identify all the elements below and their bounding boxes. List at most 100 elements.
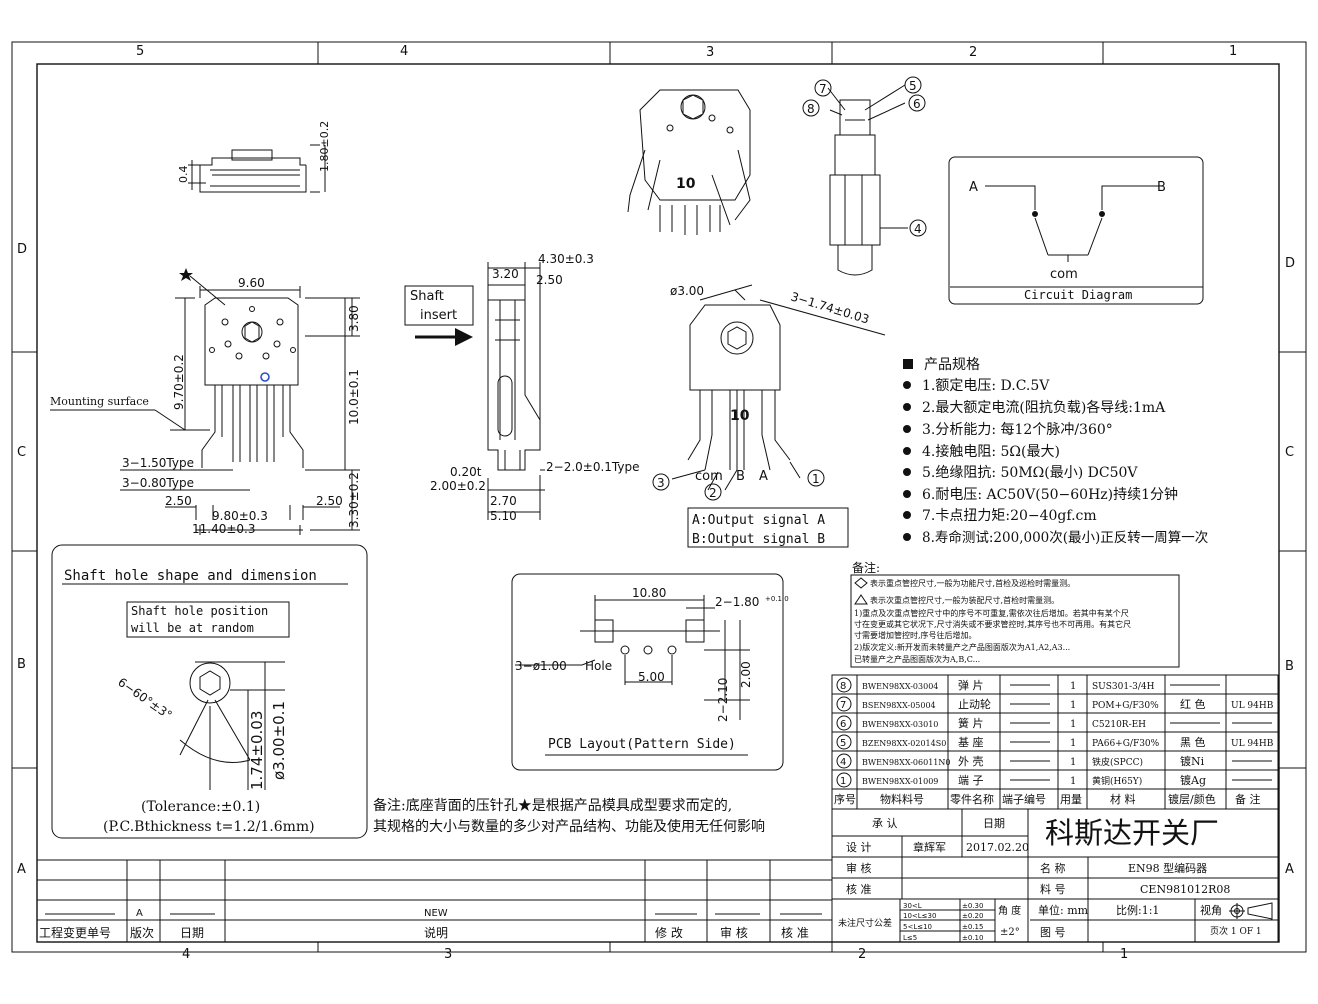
dim-9-70: 9.70±0.2 (172, 354, 186, 410)
svg-text:寸需要增加管控时,序号往后增加。: 寸需要增加管控时,序号往后增加。 (854, 630, 977, 640)
dim-9-80: 9.80±0.3 (212, 509, 268, 523)
svg-text:1: 1 (812, 472, 820, 486)
bom-cell-part: BSEN98XX-05004 (862, 701, 936, 710)
bom-cell-name: 簧 片 (958, 716, 984, 730)
bom-cell-no: 5 (840, 738, 846, 749)
zone-labels: 5 4 3 2 1 4 3 2 1 D C B A D C B A (17, 44, 1295, 962)
svg-text:修 改: 修 改 (655, 925, 683, 940)
bom-table (831, 674, 1279, 810)
svg-text:±0.15: ±0.15 (962, 923, 983, 931)
svg-text:5: 5 (909, 79, 917, 93)
svg-text:1.额定电压: D.C.5V: 1.额定电压: D.C.5V (922, 378, 1050, 394)
pcb-dim-2-1-80: 2−1.80 (715, 595, 759, 609)
svg-text:30<L: 30<L (903, 902, 922, 910)
bom-cell-qty: 1 (1070, 757, 1076, 768)
shaft-hole-title: Shaft hole shape and dimension (64, 568, 317, 584)
bom-cell-plate: 镀Ag (1180, 773, 1206, 787)
svg-text:5<L≤10: 5<L≤10 (903, 923, 932, 931)
tb-pn: CEN981012R08 (1140, 883, 1230, 896)
bottom-note-1: 备注:底座背面的压针孔★是根据产品模具成型要求而定的, (373, 797, 732, 814)
front-view (50, 286, 360, 535)
isometric-view (627, 89, 751, 235)
svg-text:4: 4 (182, 947, 190, 962)
bom-cell-mat: 铁皮(SPCC) (1092, 756, 1143, 768)
bom-cell-no: 8 (840, 681, 846, 692)
svg-text:工程变更单号: 工程变更单号 (39, 925, 111, 940)
svg-text:端子编号: 端子编号 (1002, 792, 1046, 806)
notes-box (850, 574, 1180, 668)
svg-text:3.分析能力: 每12个脉冲/360°: 3.分析能力: 每12个脉冲/360° (922, 422, 1113, 438)
notes-text: 表示重点管控尺寸,一般为功能尺寸,首检及巡检时需量测。 表示次重点管控尺寸,一般… (854, 578, 1131, 664)
bom-cell-mat: SUS301-3/4H (1092, 682, 1155, 692)
balloons-exploded: 7 8 5 6 4 (802, 76, 927, 237)
svg-text:备 注: 备 注 (1235, 792, 1261, 806)
exploded-view (827, 84, 908, 276)
tb-design-date: 2017.02.20 (966, 841, 1029, 854)
middle-front-view (671, 284, 886, 491)
svg-text:4: 4 (914, 222, 922, 236)
specs-list: 1.额定电压: D.C.5V 2.最大额定电流(阻抗负载)各导线:1mA 3.分… (903, 378, 1208, 546)
balloons-mid: 3 2 1 (652, 469, 825, 501)
tb-scale: 比例:1:1 (1116, 903, 1159, 917)
shaft-hole-box (51, 544, 368, 839)
tb-designer: 章辉军 (913, 840, 946, 854)
star-icon (179, 268, 193, 281)
svg-text:日期: 日期 (180, 926, 204, 940)
svg-text:版次: 版次 (130, 926, 154, 940)
bom-cell-name: 外 壳 (958, 754, 984, 768)
pcb-drawing (515, 595, 750, 720)
tolerance-note: (Tolerance:±0.1) (141, 799, 260, 815)
svg-text:1: 1 (1120, 947, 1128, 962)
svg-text:核 准: 核 准 (781, 926, 809, 940)
svg-text:±0.30: ±0.30 (962, 902, 983, 910)
svg-text:10<L≤30: 10<L≤30 (903, 912, 936, 920)
pin-b: B (736, 469, 745, 484)
pcb-tol: +0.1 0 (765, 595, 789, 603)
bom-cell-qty: 1 (1070, 776, 1076, 787)
svg-text:3: 3 (706, 45, 714, 60)
bom-cell-name: 弹 片 (958, 678, 984, 692)
tb-view: 视角 (1200, 903, 1222, 917)
svg-text:1)重点及次重点管控尺寸中的序号不可重复,需依次往后增加。若: 1)重点及次重点管控尺寸中的序号不可重复,需依次往后增加。若其中有某个尺 (854, 608, 1129, 618)
tb-date-head: 日期 (983, 817, 1005, 830)
tb-page: 页次 1 OF 1 (1210, 925, 1262, 937)
svg-text:寸在变更或其它状况下,尺寸消失或不要求管控时,其序号也不可再: 寸在变更或其它状况下,尺寸消失或不要求管控时,其序号也不可再用。有其它尺 (854, 619, 1131, 629)
svg-text:±0.10: ±0.10 (962, 934, 983, 942)
output-signal-a: A:Output signal A (692, 513, 825, 528)
bom-cell-name: 基 座 (958, 735, 984, 749)
dim-3-0-80: 3−0.80Type (122, 476, 194, 490)
dim-3-20: 3.20 (492, 267, 519, 281)
dim-0-4: 0.4 (177, 166, 190, 184)
circuit-diagram (948, 156, 1204, 305)
svg-text:镀层/颜色: 镀层/颜色 (1168, 792, 1216, 806)
svg-text:D: D (17, 242, 27, 257)
bom-cell-part: BWEN98XX-06011N0 (862, 758, 950, 767)
inner-frame (36, 63, 1280, 943)
bom-cell-name: 止动轮 (958, 697, 991, 711)
svg-text:D: D (1285, 256, 1295, 271)
dim-10-0: 10.0±0.1 (347, 369, 361, 425)
dim-phi-3-00: ø3.00 (670, 284, 704, 298)
circuit-title: Circuit Diagram (1024, 288, 1132, 302)
bom-cell-qty: 1 (1070, 700, 1076, 711)
dim-3-30: 3.30±0.2 (347, 472, 361, 528)
shaft-hole-drawing (179, 661, 285, 790)
svg-text:审 核: 审 核 (720, 925, 748, 940)
svg-text:2: 2 (858, 947, 866, 962)
svg-text:1: 1 (1229, 44, 1237, 59)
dim-2-50-side: 2.50 (536, 273, 563, 287)
notes-title: 备注: (852, 560, 880, 575)
svg-text:7.卡点扭力矩:20−40gf.cm: 7.卡点扭力矩:20−40gf.cm (922, 508, 1097, 524)
pcb-dim-10-80: 10.80 (632, 586, 666, 600)
bom-cell-qty: 1 (1070, 681, 1076, 692)
dim-1-74: 1.74±0.03 (248, 711, 266, 790)
svg-text:8.寿命测试:200,000次(最小)正反转一周算一次: 8.寿命测试:200,000次(最小)正反转一周算一次 (922, 529, 1208, 546)
dim-3-1-74: 3−1.74±0.03 (789, 289, 871, 326)
revision-desc: NEW (424, 908, 448, 919)
company-name: 科斯达开关厂 (1045, 816, 1219, 850)
